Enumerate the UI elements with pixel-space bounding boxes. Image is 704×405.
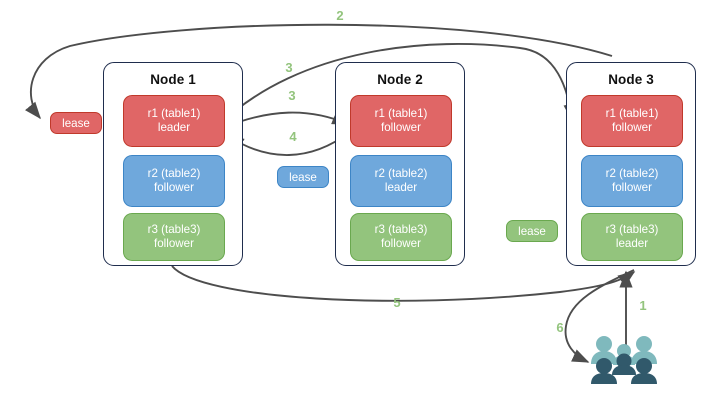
replica-node1-r1[interactable]: r1 (table1) leader — [123, 95, 225, 147]
lease-badge-r1[interactable]: lease — [50, 112, 102, 134]
replica-role: follower — [381, 237, 421, 250]
replica-name: r3 (table3) — [147, 223, 201, 236]
node-title-node1: Node 1 — [150, 72, 196, 87]
replica-node3-r2[interactable]: r2 (table2) follower — [581, 155, 683, 207]
replica-name: r2 (table2) — [605, 167, 659, 180]
replica-node2-r1[interactable]: r1 (table1) follower — [350, 95, 452, 147]
lease-badge-r2[interactable]: lease — [277, 166, 329, 188]
node-box-node1[interactable]: Node 1 r1 (table1) leader r2 (table2) fo… — [103, 62, 243, 266]
replica-role: leader — [157, 121, 191, 134]
replica-role: follower — [381, 121, 421, 134]
step-label-3-lower: 3 — [288, 88, 296, 103]
replica-role: follower — [612, 181, 652, 194]
replica-name: r3 (table3) — [374, 223, 428, 236]
replica-node3-r1[interactable]: r1 (table1) follower — [581, 95, 683, 147]
node-box-node3[interactable]: Node 3 r1 (table1) follower r2 (table2) … — [566, 62, 696, 266]
replica-name: r1 (table1) — [605, 107, 659, 120]
step-label-2: 2 — [336, 8, 344, 23]
replica-role: leader — [384, 181, 418, 194]
node-title-node3: Node 3 — [608, 72, 654, 87]
step-label-1: 1 — [639, 298, 647, 313]
step-label-6: 6 — [556, 320, 564, 335]
step-label-3-upper: 3 — [285, 60, 293, 75]
replica-name: r1 (table1) — [147, 107, 201, 120]
replica-node3-r3[interactable]: r3 (table3) leader — [581, 213, 683, 261]
replica-role: follower — [154, 181, 194, 194]
replica-role: leader — [615, 237, 649, 250]
replica-name: r2 (table2) — [147, 167, 201, 180]
replica-name: r2 (table2) — [374, 167, 428, 180]
replica-node2-r2[interactable]: r2 (table2) leader — [350, 155, 452, 207]
replica-role: follower — [612, 121, 652, 134]
users-group-icon — [591, 336, 657, 384]
replica-node2-r3[interactable]: r3 (table3) follower — [350, 213, 452, 261]
replica-node1-r3[interactable]: r3 (table3) follower — [123, 213, 225, 261]
lease-badge-r3[interactable]: lease — [506, 220, 558, 242]
step-label-4: 4 — [289, 129, 297, 144]
replica-role: follower — [154, 237, 194, 250]
step-label-5: 5 — [393, 295, 401, 310]
replica-name: r3 (table3) — [605, 223, 659, 236]
replica-name: r1 (table1) — [374, 107, 428, 120]
replica-node1-r2[interactable]: r2 (table2) follower — [123, 155, 225, 207]
node-box-node2[interactable]: Node 2 r1 (table1) follower r2 (table2) … — [335, 62, 465, 266]
node-title-node2: Node 2 — [377, 72, 423, 87]
